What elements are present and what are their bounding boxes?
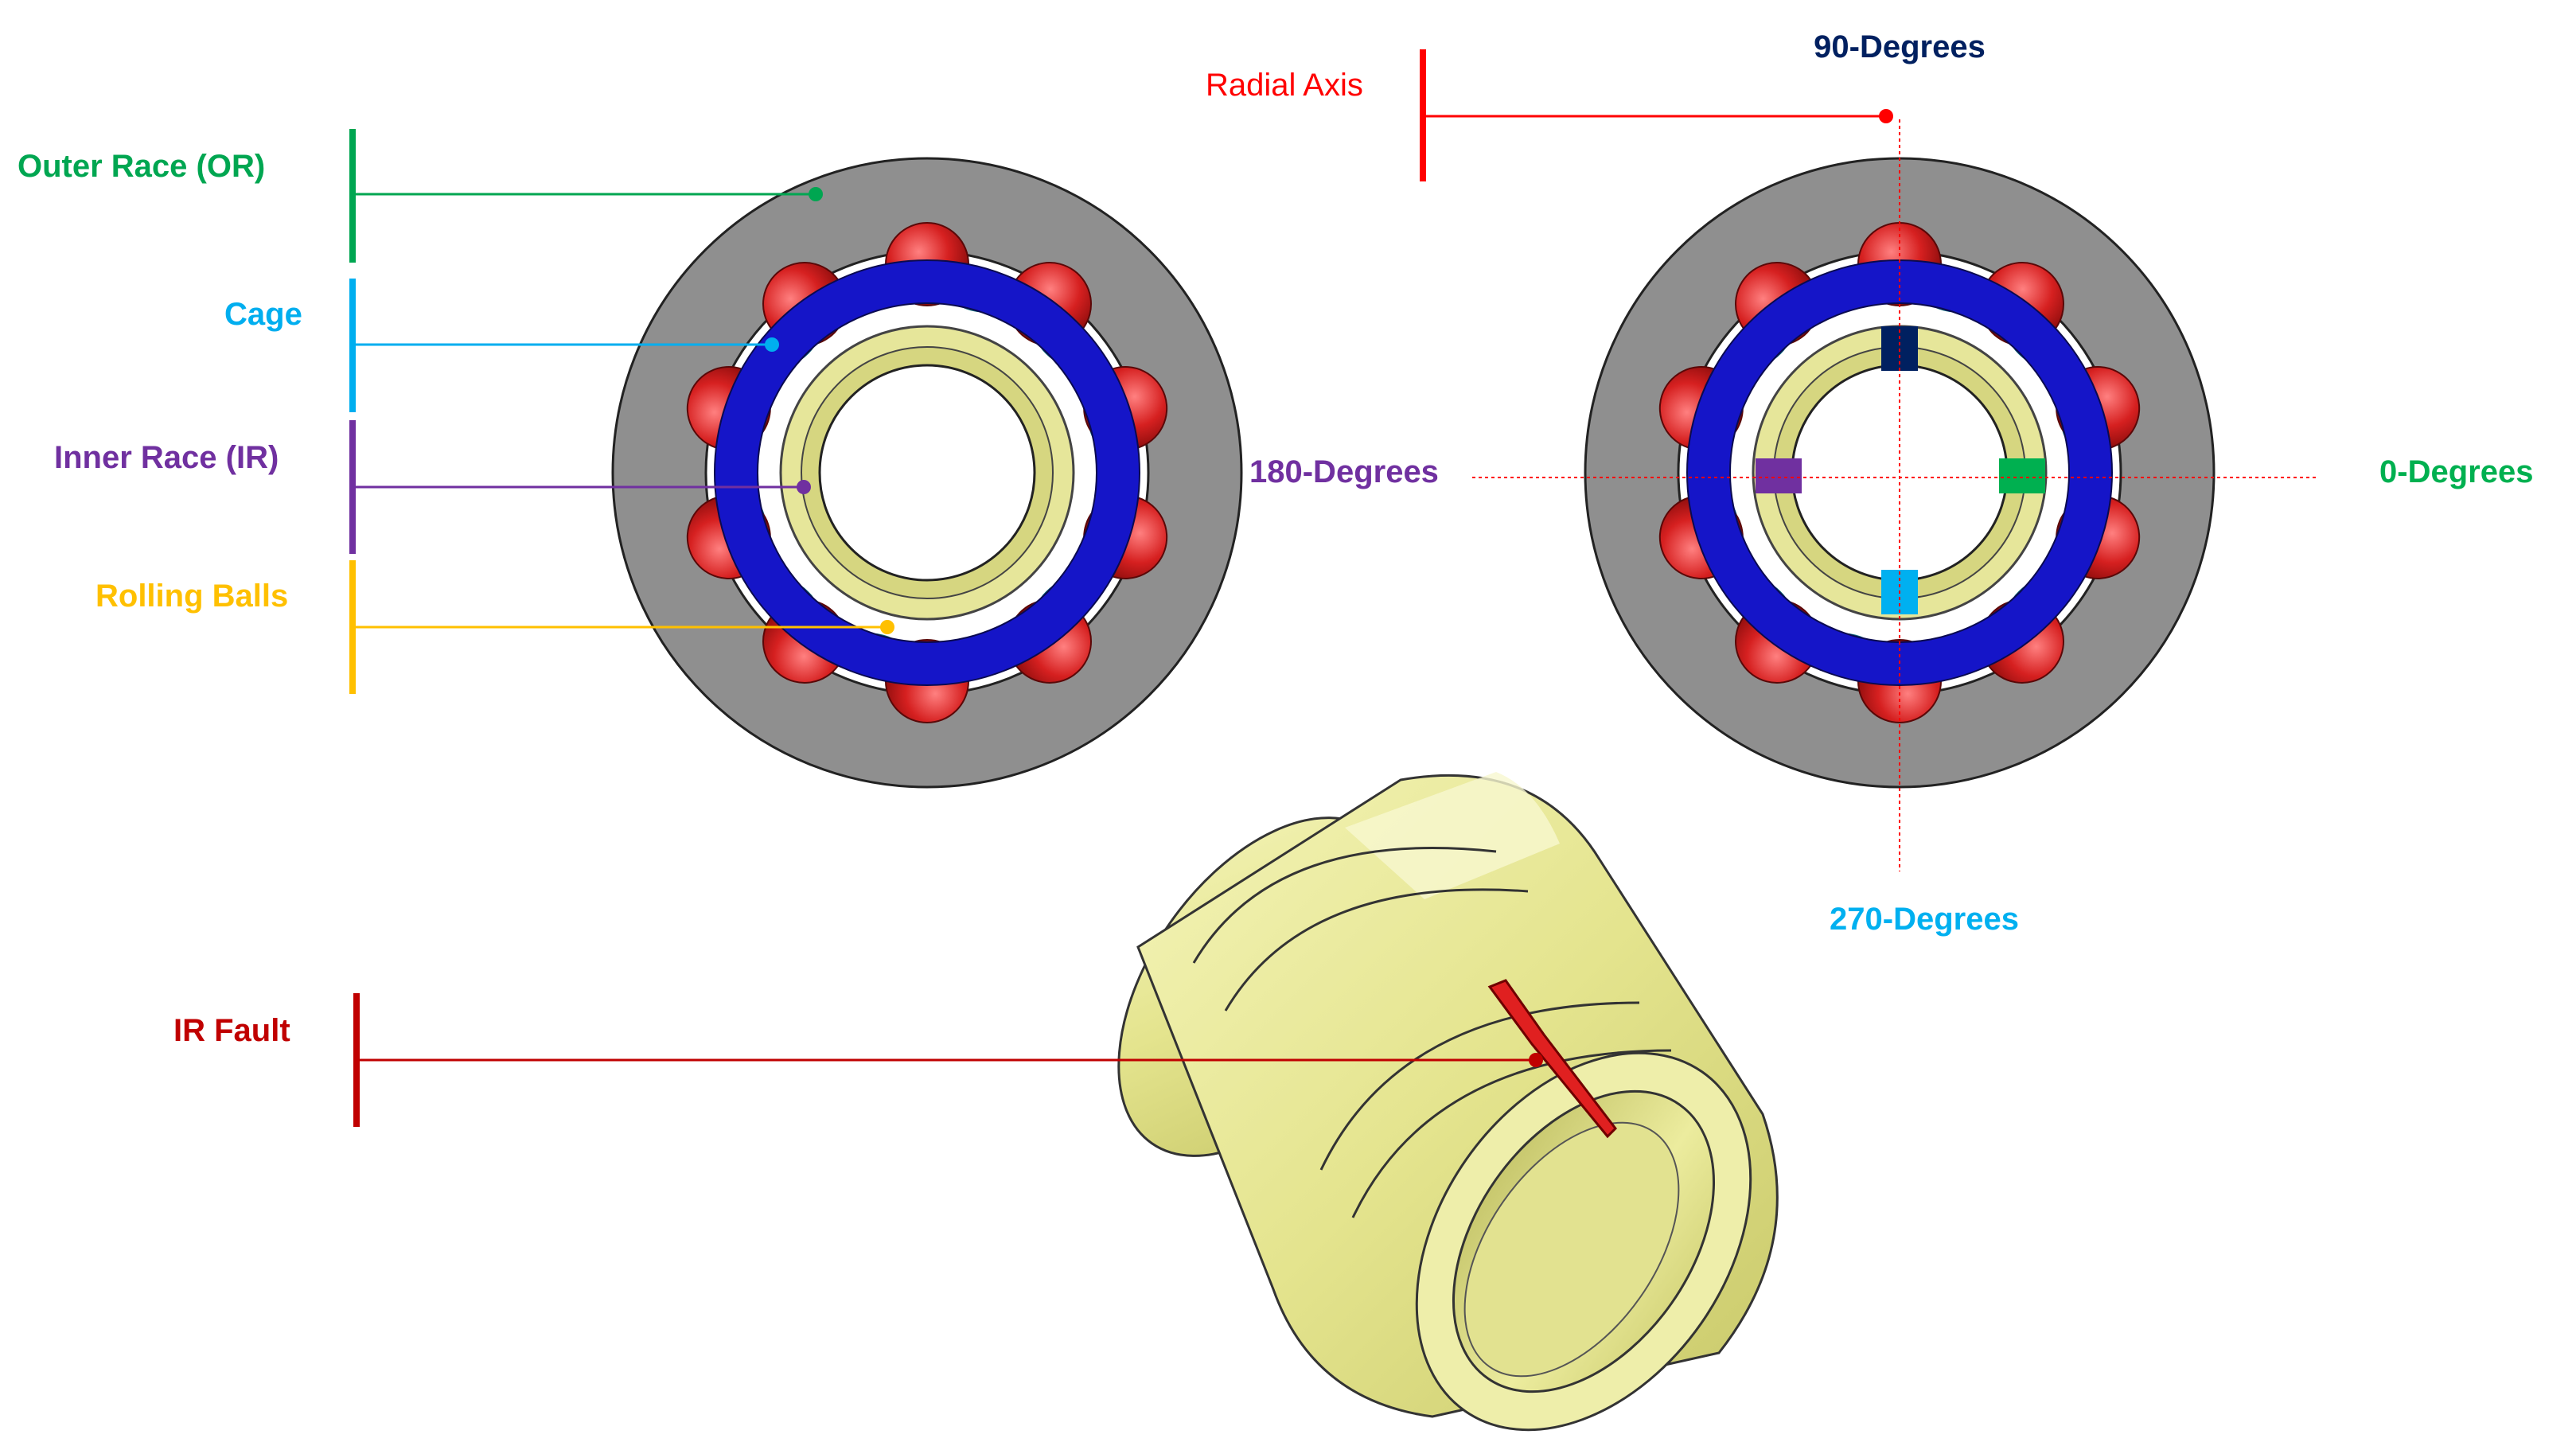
label-270-degrees: 270-Degrees <box>1830 902 2019 937</box>
marker-180-degrees <box>1756 458 1802 493</box>
legend-rolling-balls: Rolling Balls <box>95 560 894 694</box>
label-0-degrees: 0-Degrees <box>2379 454 2533 489</box>
legend-outer-race: Outer Race (OR) <box>18 129 823 263</box>
legend: Outer Race (OR) Cage Inner Race (IR) Rol… <box>18 129 894 694</box>
outer-race-pointer <box>809 187 823 201</box>
marker-0-degrees <box>1999 458 2045 493</box>
shaft-groove-4 <box>1351 1049 1672 1218</box>
cage-pointer <box>765 337 779 352</box>
left-bearing <box>611 157 1243 789</box>
shaft-bore-inner <box>1463 1121 1680 1378</box>
legend-cage: Cage <box>224 279 779 412</box>
rolling-balls-pointer <box>880 620 894 634</box>
shaft-groove-1 <box>1192 847 1497 964</box>
label-180-degrees: 180-Degrees <box>1249 454 1439 489</box>
cage-outline-outer <box>714 259 1140 686</box>
radial-axis-callout: Radial Axis <box>1206 49 1893 181</box>
ir-fault-label: IR Fault <box>173 1013 290 1048</box>
shaft-groove-3 <box>1319 1001 1640 1171</box>
radial-axis-label: Radial Axis <box>1206 68 1363 103</box>
cage-ring <box>715 260 1140 685</box>
cage-outline-inner <box>757 302 1097 643</box>
inner-race-3d <box>1117 772 1779 1432</box>
ir-fault-pointer <box>1529 1053 1543 1067</box>
inner-race-bore <box>818 364 1036 582</box>
shaft-groove-2 <box>1224 888 1529 1011</box>
outer-race-label: Outer Race (OR) <box>18 149 265 184</box>
right-bearing <box>1472 119 2316 871</box>
rolling-balls-label: Rolling Balls <box>95 579 288 614</box>
shaft-highlight <box>1345 772 1560 899</box>
legend-ir-fault: IR Fault <box>173 993 1543 1127</box>
label-90-degrees: 90-Degrees <box>1814 29 1986 64</box>
orientation-labels: 90-Degrees 180-Degrees 0-Degrees 270-Deg… <box>1206 29 2533 937</box>
radial-axis-pointer <box>1879 109 1893 123</box>
cage-label: Cage <box>224 297 302 332</box>
inner-race-pointer <box>797 480 811 494</box>
legend-inner-race: Inner Race (IR) <box>54 420 811 554</box>
ir-fault-notch <box>1487 979 1617 1139</box>
inner-race-label: Inner Race (IR) <box>54 440 279 475</box>
